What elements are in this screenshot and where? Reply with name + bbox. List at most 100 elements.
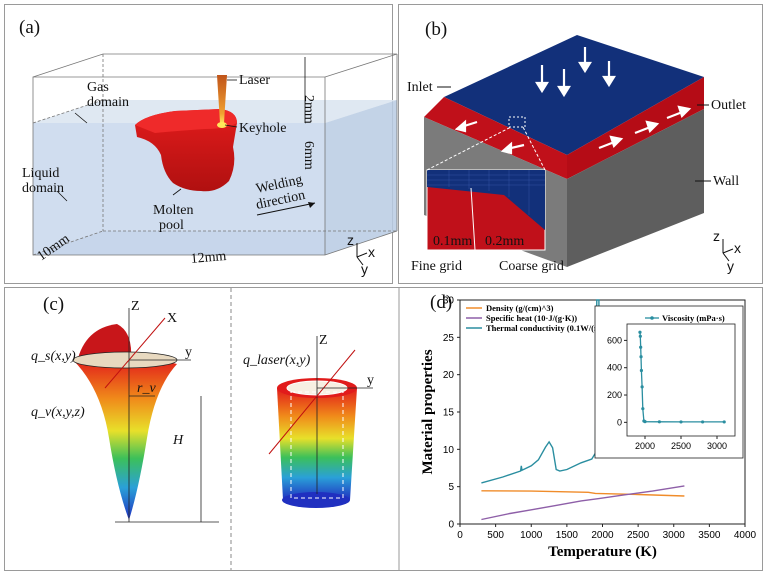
inset-legend-marker <box>650 316 654 320</box>
red-band-right <box>567 77 704 179</box>
inset-y-tick-label: 600 <box>607 335 622 345</box>
panel-label-b: (b) <box>425 19 447 40</box>
x-tick-label: 2500 <box>627 530 650 541</box>
cylinder-bottom <box>282 492 350 508</box>
y-tick-label: 25 <box>443 333 455 344</box>
x-axis-label: Temperature (K) <box>548 544 657 560</box>
gas-domain-wireframe <box>32 53 398 256</box>
inset-point <box>638 334 642 338</box>
coarse-grid-label: Coarse grid <box>499 259 564 274</box>
molten-pool-label-2: pool <box>159 218 184 233</box>
legend-entry: Density (g/(cm)^3) <box>486 303 554 313</box>
laser-beam <box>217 75 227 123</box>
inlet-label: Inlet <box>407 80 433 95</box>
qlaser-label: q_laser(x,y) <box>243 353 311 368</box>
x-tick-label: 3500 <box>698 530 721 541</box>
inlet-arrows <box>535 47 616 98</box>
y-tick-label: 30 <box>443 296 455 307</box>
inset-point <box>679 420 683 424</box>
dim-12mm-label: 12mm <box>190 249 227 267</box>
cyl-x-axis <box>268 349 356 455</box>
gas-domain-label-2: domain <box>87 95 129 110</box>
inset-x-tick-label: 2500 <box>671 441 691 451</box>
molten-pool-top <box>135 109 237 133</box>
inset-point <box>640 385 644 389</box>
panel-c-figure: (c) Z X y q_s(x,y) q_v(x,y,z) r_v H Z y … <box>31 288 757 570</box>
welding-arrow <box>256 202 316 216</box>
molten-pool-label-1: Molten <box>153 203 193 218</box>
inset-frame <box>594 305 744 459</box>
axis-z-a: z <box>347 232 354 248</box>
x-tick-label: 1000 <box>520 530 543 541</box>
legend-entry: Specific heat (10·J/(g·K)) <box>486 313 577 323</box>
inset-x-tick-label: 3000 <box>707 441 727 451</box>
inset-y-tick-label: 400 <box>607 363 622 373</box>
x-tick-label: 3000 <box>663 530 686 541</box>
y-tick-label: 0 <box>448 520 454 531</box>
x-tick-label: 2000 <box>591 530 614 541</box>
y-axis-label: Material properties <box>420 349 436 474</box>
mesh-lines <box>427 170 545 215</box>
axis-x-a: x <box>368 244 375 260</box>
panel-b-figure: (b) Inlet Outlet Wall 0.1mm 0.2mm Fine g… <box>407 19 746 274</box>
panel-a: (a) Laser Gas domain Keyhole 2mm 6mm Liq… <box>4 4 398 284</box>
liquid-domain-front <box>33 123 325 255</box>
axis-triad-a <box>356 243 368 266</box>
axis-z-cyl: Z <box>319 333 328 348</box>
dim-2mm-label: 2mm <box>301 95 316 124</box>
rv-label: r_v <box>137 381 156 396</box>
panel-label-a: (a) <box>19 17 40 38</box>
liquid-domain-bottom <box>33 231 397 255</box>
keyhole-label: Keyhole <box>239 121 286 136</box>
inset-point <box>701 420 705 424</box>
axis-z-b: z <box>713 228 720 244</box>
inset-legend-entry: Viscosity (mPa·s) <box>662 313 725 323</box>
x-tick-label: 4000 <box>734 530 757 541</box>
axis-x-c: X <box>167 311 177 326</box>
fine-grid-label: Fine grid <box>411 259 462 274</box>
liquid-domain-label-1: Liquid <box>22 166 59 181</box>
cylinder-inner-dash <box>290 391 344 499</box>
axis-z-c: Z <box>131 299 140 314</box>
inset-point <box>639 345 643 349</box>
cone-x-axis <box>104 317 166 389</box>
qs-label: q_s(x,y) <box>31 349 76 364</box>
panel-cd: (c) Z X y q_s(x,y) q_v(x,y,z) r_v H Z y … <box>4 287 763 571</box>
axis-triad-b <box>722 239 734 262</box>
coarse-size-label: 0.2mm <box>485 234 524 249</box>
y-tick-label: 5 <box>448 482 454 493</box>
welding-arrow-head <box>308 202 315 208</box>
wall-label: Wall <box>713 174 739 189</box>
qv-label: q_v(x,y,z) <box>31 405 85 420</box>
laser-label: Laser <box>239 73 270 88</box>
x-tick-label: 0 <box>457 530 463 541</box>
inset-point <box>638 330 642 334</box>
series-line <box>481 485 685 521</box>
inset-point <box>641 407 645 411</box>
fine-size-label: 0.1mm <box>433 234 472 249</box>
panel-label-d: (d) <box>430 292 452 313</box>
fine-coarse-divider <box>470 187 476 251</box>
axis-y-cyl: y <box>367 373 374 388</box>
y-tick-label: 20 <box>443 370 455 381</box>
leader-lines <box>56 57 306 202</box>
y-tick-label: 10 <box>443 445 455 456</box>
x-tick-label: 1500 <box>556 530 579 541</box>
outlet-label: Outlet <box>711 98 746 113</box>
legend-entry: Thermal conductivity (0.1W/(m·K)) <box>486 323 616 333</box>
inset-point <box>657 420 662 424</box>
inset-point <box>639 355 643 359</box>
liquid-domain-side <box>325 100 397 255</box>
panel-b: (b) Inlet Outlet Wall 0.1mm 0.2mm Fine g… <box>398 4 763 284</box>
keyhole-spot <box>217 122 227 128</box>
red-band-left <box>424 97 567 179</box>
zoom-box <box>508 116 526 128</box>
inset-point <box>722 420 726 424</box>
inset-connectors <box>426 126 546 171</box>
series-line <box>481 490 685 497</box>
dim-6mm-label: 6mm <box>301 141 316 170</box>
panel-label-c: (c) <box>43 294 64 315</box>
x-tick-label: 500 <box>487 530 504 541</box>
